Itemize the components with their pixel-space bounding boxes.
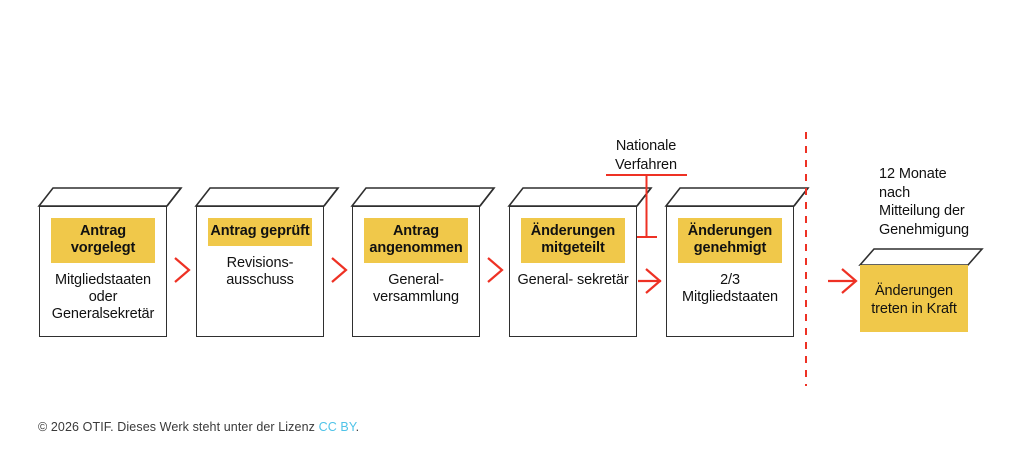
- arrow-icon-4: [638, 268, 662, 294]
- step-face: Antrag angenommen General- versammlung: [352, 206, 480, 337]
- step-top-4: [507, 187, 653, 207]
- arrow-icon-2: [331, 257, 348, 283]
- step-band-label: Änderungen genehmigt: [678, 218, 782, 263]
- step-side-2: [323, 187, 339, 207]
- step-sub-label: Revisions- ausschuss: [226, 254, 294, 288]
- final-step-face: Änderungen treten in Kraft: [860, 265, 968, 332]
- footer-prefix: © 2026 OTIF. Dieses Werk steht unter der…: [38, 420, 319, 434]
- step-band-label: Antrag geprüft: [208, 218, 312, 246]
- step-top-3: [350, 187, 496, 207]
- footer-suffix: .: [355, 420, 360, 434]
- license-link[interactable]: CC BY: [318, 420, 356, 434]
- step-top-5: [664, 187, 810, 207]
- step-aenderungen-treten-in-kraft[interactable]: Änderungen treten in Kraft: [860, 265, 968, 332]
- arrow-icon-5: [828, 268, 858, 294]
- step-band-label: Antrag vorgelegt: [51, 218, 155, 263]
- step-antrag-angenommen[interactable]: Antrag angenommen General- versammlung: [352, 206, 480, 337]
- step-band-label: Änderungen mitgeteilt: [521, 218, 625, 263]
- annotation-nationale-verfahren: Nationale Verfahren: [615, 138, 677, 173]
- step-band-label: Antrag angenommen: [364, 218, 468, 263]
- step-top-2: [194, 187, 340, 207]
- step-antrag-geprueft[interactable]: Antrag geprüft Revisions- ausschuss: [196, 206, 324, 337]
- final-step-3d-top: [858, 248, 984, 266]
- arrow-icon-1: [174, 257, 191, 283]
- step-side-4: [636, 187, 652, 207]
- step-aenderungen-mitgeteilt[interactable]: Änderungen mitgeteilt General- sekretär: [509, 206, 637, 337]
- step-face: Antrag vorgelegt Mitgliedstaaten oder Ge…: [39, 206, 167, 337]
- step-face: Änderungen mitgeteilt General- sekretär: [509, 206, 637, 337]
- step-sub-label: 2/3 Mitgliedstaaten: [681, 271, 779, 305]
- step-sub-label: General- versammlung: [373, 271, 459, 305]
- step-side-3: [479, 187, 495, 207]
- step-3d-tops: [37, 187, 810, 207]
- step-aenderungen-genehmigt[interactable]: Änderungen genehmigt 2/3 Mitgliedstaaten: [666, 206, 794, 337]
- annotation-12-monate: 12 Monate nach Mitteilung der Genehmigun…: [879, 166, 969, 238]
- arrow-icon-3: [487, 257, 504, 283]
- step-face: Änderungen genehmigt 2/3 Mitgliedstaaten: [666, 206, 794, 337]
- step-sub-label: Mitgliedstaaten oder Generalsekretär: [51, 271, 155, 322]
- final-step-label: Änderungen treten in Kraft: [871, 283, 957, 317]
- step-face: Antrag geprüft Revisions- ausschuss: [196, 206, 324, 337]
- step-sub-label: General- sekretär: [517, 271, 629, 288]
- step-side-5: [793, 187, 809, 207]
- step-antrag-vorgelegt[interactable]: Antrag vorgelegt Mitgliedstaaten oder Ge…: [39, 206, 167, 337]
- step-3d-side-edges: [166, 187, 809, 207]
- step-side-1: [166, 187, 182, 207]
- footer-copyright: © 2026 OTIF. Dieses Werk steht unter der…: [38, 420, 359, 434]
- step-top-1: [37, 187, 183, 207]
